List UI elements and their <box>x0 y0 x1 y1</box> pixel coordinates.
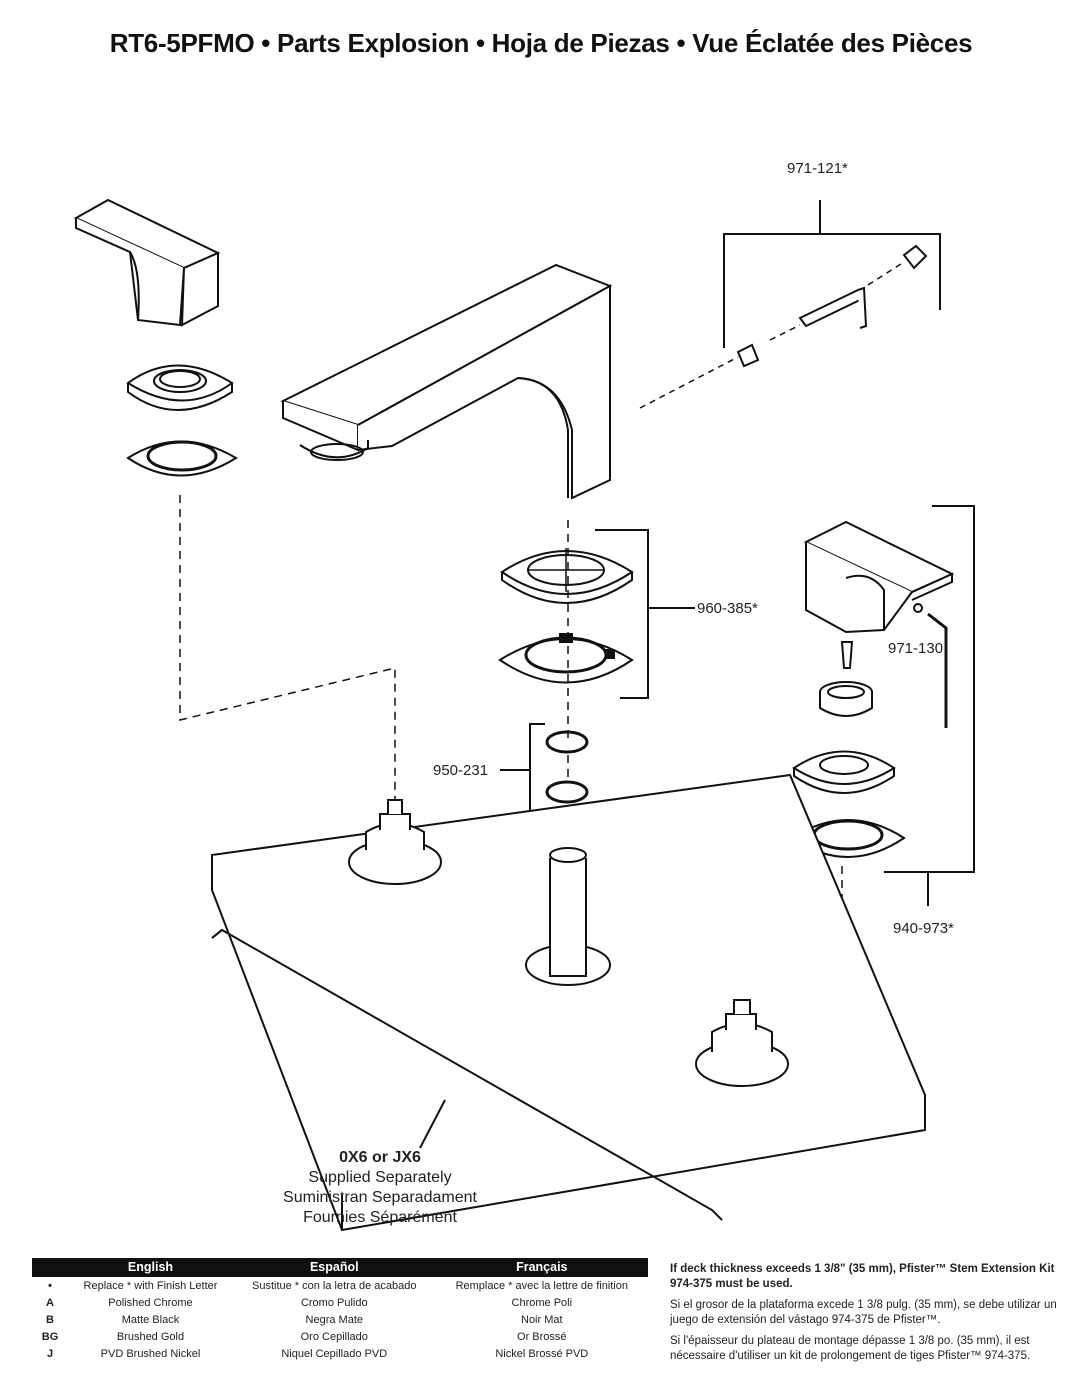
washers-950-231 <box>500 723 589 813</box>
parts-explosion-diagram <box>73 198 975 1232</box>
finish-code: • <box>48 1279 52 1292</box>
finish-es: Cromo Pulido <box>300 1296 368 1309</box>
finish-code: A <box>46 1296 54 1309</box>
finish-en: Replace * with Finish Letter <box>83 1279 218 1292</box>
table-row: J PVD Brushed Nickel Niquel Cepillado PV… <box>32 1345 648 1362</box>
finish-fr: Remplace * avec la lettre de finition <box>455 1279 628 1292</box>
callout-960-385: 960-385* <box>697 600 758 617</box>
center-shank <box>525 847 611 986</box>
finish-en: Polished Chrome <box>108 1296 193 1309</box>
center-escutcheon <box>500 548 634 604</box>
finish-fr: Nickel Brossé PVD <box>495 1347 589 1360</box>
finish-fr: Noir Mat <box>521 1313 563 1326</box>
finish-en: Matte Black <box>121 1313 180 1326</box>
right-bonnet <box>819 681 873 717</box>
finish-es: Oro Cepillado <box>300 1330 368 1343</box>
page-title: RT6-5PFMO • Parts Explosion • Hoja de Pi… <box>109 28 973 58</box>
deck-note-fr: Fournies Séparément <box>303 1209 457 1226</box>
finish-es: Niquel Cepillado PVD <box>281 1347 388 1360</box>
finish-es: Negra Mate <box>305 1313 363 1326</box>
deck-supplied-separately-note: 0X6 or JX6 Supplied Separately Suministr… <box>250 1148 510 1228</box>
table-row: • Replace * with Finish Letter Sustitue … <box>32 1277 648 1294</box>
table-row: BG Brushed Gold Oro Cepillado Or Brossé <box>32 1328 648 1345</box>
note-fr: Si l'épaisseur du plateau de montage dép… <box>670 1335 1031 1362</box>
finish-es: Sustitue * con la letra de acabado <box>252 1279 417 1292</box>
finish-en: PVD Brushed Nickel <box>100 1347 201 1360</box>
finish-code: J <box>46 1347 54 1360</box>
right-escutcheon <box>792 750 896 794</box>
left-gasket <box>126 440 238 477</box>
right-handle <box>803 520 955 634</box>
left-escutcheon <box>126 364 234 411</box>
finish-table-header-blank <box>32 1258 68 1277</box>
note-en: If deck thickness exceeds 1 3/8" (35 mm)… <box>670 1263 1055 1290</box>
finish-table-header-fr: Français <box>435 1258 648 1277</box>
finish-fr: Chrome Poli <box>511 1296 573 1309</box>
right-valve <box>695 999 789 1087</box>
center-gasket <box>498 633 634 684</box>
finish-en: Brushed Gold <box>116 1330 185 1343</box>
finish-table: English Español Français • Replace * wit… <box>32 1258 648 1362</box>
callout-971-130: 971-130 <box>888 640 944 657</box>
deck-note-es: Suministran Separadament <box>283 1189 477 1206</box>
deck-model: 0X6 or JX6 <box>339 1149 421 1166</box>
allen-wrench-and-screws <box>639 244 928 409</box>
callout-971-121: 971-121* <box>787 160 848 177</box>
set-screw-971-130 <box>840 603 948 728</box>
finish-code: BG <box>41 1330 59 1343</box>
callout-940-973: 940-973* <box>893 920 954 937</box>
finish-table-header-es: Español <box>232 1258 436 1277</box>
spout <box>280 263 613 500</box>
stem-extension-notes: If deck thickness exceeds 1 3/8" (35 mm)… <box>670 1262 1070 1370</box>
finish-table-header-en: English <box>68 1258 233 1277</box>
left-valve <box>348 799 442 885</box>
bracket-971-121 <box>723 200 941 348</box>
finish-fr: Or Brossé <box>517 1330 567 1343</box>
left-handle <box>73 198 221 327</box>
table-row: B Matte Black Negra Mate Noir Mat <box>32 1311 648 1328</box>
note-es: Si el grosor de la plataforma excede 1 3… <box>670 1299 1057 1326</box>
finish-code: B <box>46 1313 54 1326</box>
callout-950-231: 950-231 <box>433 762 489 779</box>
deck-note-en: Supplied Separately <box>308 1169 452 1186</box>
table-row: A Polished Chrome Cromo Pulido Chrome Po… <box>32 1294 648 1311</box>
